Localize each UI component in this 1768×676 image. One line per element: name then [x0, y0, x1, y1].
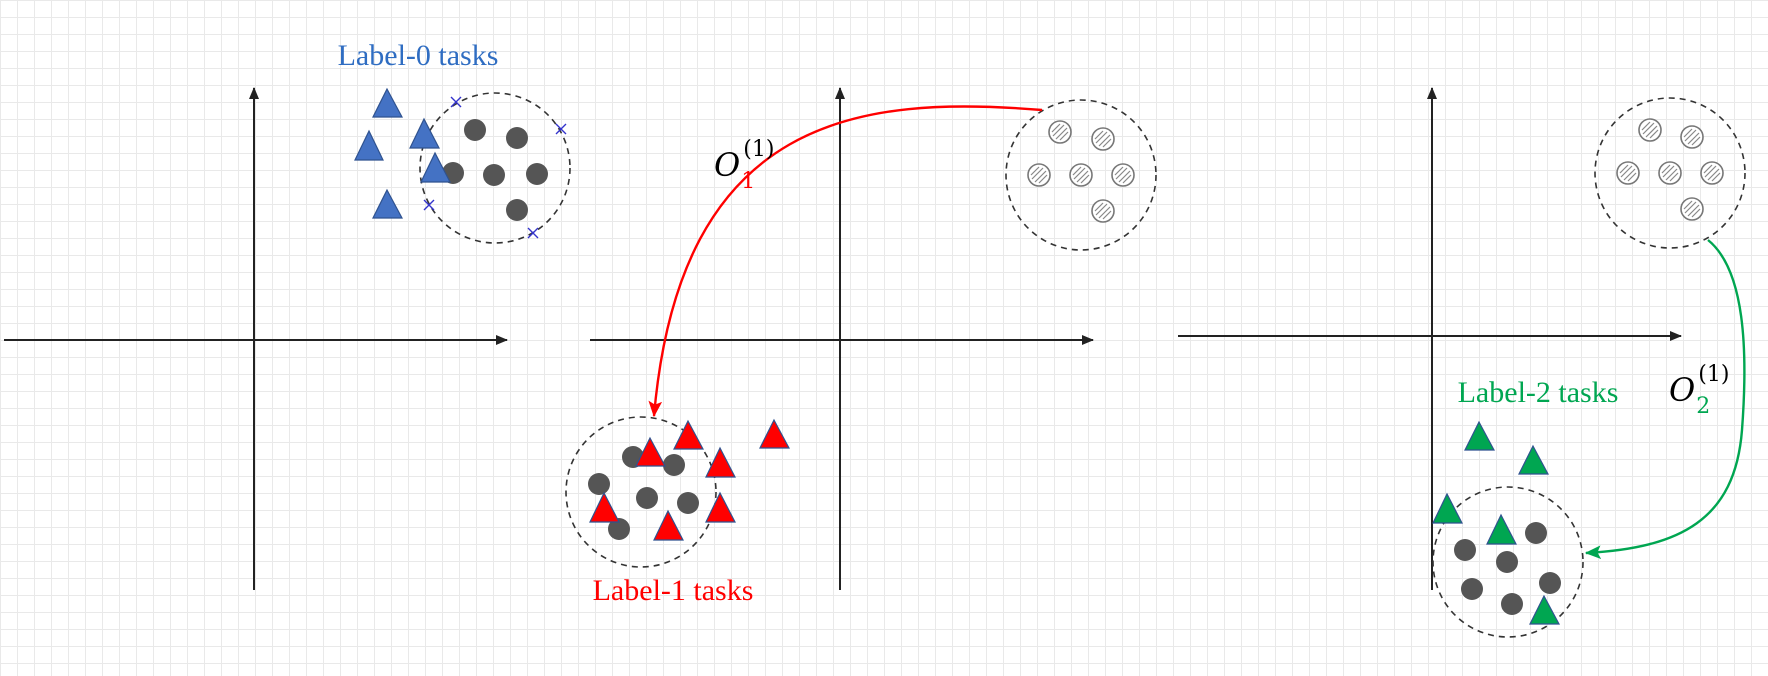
hatched-point: [1680, 125, 1704, 149]
hatched-point: [1658, 161, 1682, 185]
label-0-title: Label-0 tasks: [338, 39, 499, 72]
triangle: [673, 419, 705, 450]
axes-panel-1: [590, 87, 1094, 590]
triangle: [1486, 513, 1517, 545]
target-cluster-circle: [565, 416, 717, 568]
triangle: [1518, 444, 1550, 475]
point: [1539, 572, 1561, 594]
triangle: [372, 188, 404, 219]
triangle: [705, 446, 736, 478]
triangle: [1432, 492, 1463, 524]
solid-points: [1454, 522, 1561, 615]
operator-arrow-1: [648, 105, 1043, 418]
x-marker: [555, 123, 567, 135]
triangle: [705, 491, 736, 523]
x-marker: [423, 199, 435, 211]
hatched-point: [1616, 161, 1640, 185]
axes-panel-0: [4, 87, 508, 590]
triangle: [635, 436, 667, 467]
red-triangles: [589, 418, 791, 541]
hatched-point: [1111, 163, 1135, 187]
triangle: [1529, 594, 1561, 625]
source-cluster-circle: [1005, 99, 1157, 251]
hatched-point: [1091, 199, 1115, 223]
x-marker: [450, 96, 462, 108]
axes-panel-2: [1178, 87, 1682, 590]
triangle: [372, 87, 404, 118]
hatched-point: [1027, 163, 1051, 187]
panel-label-1: O1(1) Label-1 tasks: [565, 87, 1157, 607]
hatched-point: [1048, 120, 1072, 144]
hatched-point: [1638, 118, 1662, 142]
point: [1501, 593, 1523, 615]
hatched-points: [1616, 118, 1724, 221]
cluster-circle: [419, 92, 571, 244]
operator-arrow-2: [1584, 239, 1746, 560]
operator-label-2: O2(1): [1669, 362, 1729, 419]
point: [1525, 522, 1547, 544]
point: [483, 164, 505, 186]
point: [1496, 551, 1518, 573]
solid-points: [442, 119, 548, 221]
target-cluster-circle: [1432, 486, 1584, 638]
triangle: [354, 129, 384, 161]
operator-label-1: O1(1): [714, 137, 774, 194]
point: [1454, 539, 1476, 561]
x-markers: [423, 96, 567, 239]
hatched-point: [1069, 163, 1093, 187]
triangle: [653, 509, 684, 541]
triangle: [1464, 420, 1496, 451]
source-cluster-circle: [1594, 97, 1746, 249]
point: [677, 492, 699, 514]
point: [663, 454, 685, 476]
hatched-point: [1680, 197, 1704, 221]
x-marker: [527, 227, 539, 239]
label-1-title: Label-1 tasks: [593, 574, 754, 607]
label-2-title: Label-2 tasks: [1458, 376, 1619, 409]
blue-triangles: [354, 87, 451, 219]
point: [636, 487, 658, 509]
hatched-point: [1700, 161, 1724, 185]
point: [1461, 578, 1483, 600]
point: [506, 199, 528, 221]
point: [526, 163, 548, 185]
triangle: [759, 418, 791, 449]
triangle: [409, 117, 440, 149]
green-triangles: [1432, 420, 1561, 625]
panel-label-0: Label-0 tasks: [4, 39, 571, 590]
triangle: [589, 491, 620, 523]
point: [588, 473, 610, 495]
hatched-point: [1091, 127, 1115, 151]
triangle: [420, 151, 451, 183]
hatched-points: [1027, 120, 1135, 223]
point: [608, 518, 630, 540]
panel-label-2: O2(1) Label-2 tasks: [1178, 87, 1746, 638]
point: [464, 119, 486, 141]
point: [506, 127, 528, 149]
